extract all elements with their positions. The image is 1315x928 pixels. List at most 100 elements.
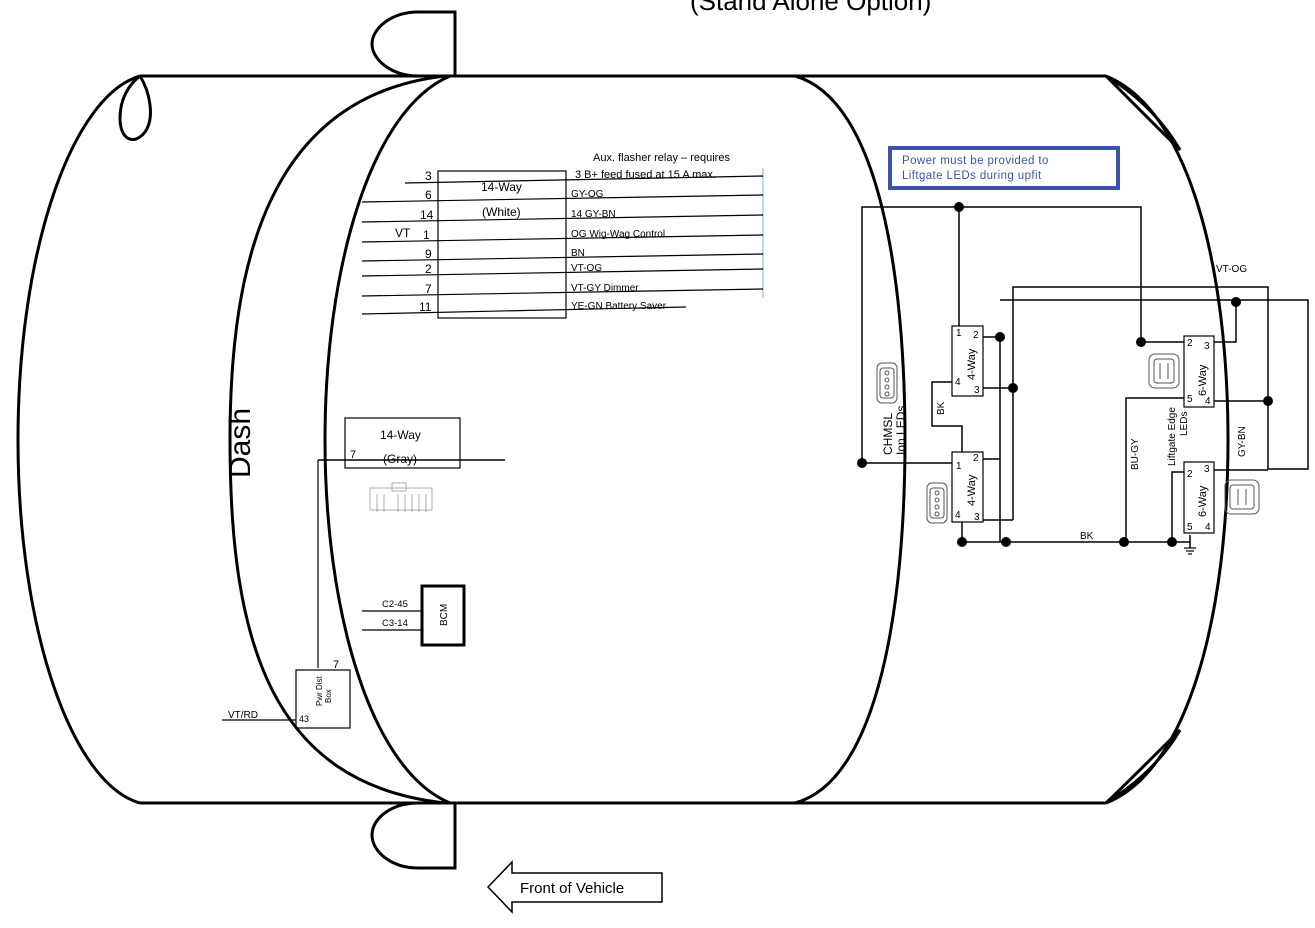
connector-gray-icon [369, 482, 433, 512]
connector-white-pin: 1 [423, 228, 430, 242]
junction-dot [1136, 337, 1146, 347]
junction-dot [954, 202, 964, 212]
bk-bottom-label: BK [1080, 531, 1094, 542]
pwr-wire-label: VT/RD [228, 710, 258, 721]
junction-dot [1001, 537, 1011, 547]
dash-label: Dash [224, 408, 257, 478]
connector-white-pin: 2 [425, 262, 432, 276]
sixway-top-pin: 2 [1187, 338, 1193, 349]
wire-label: GY-OG [571, 189, 604, 200]
connector-6way-bottom: 6-Way 2 3 5 4 [1183, 461, 1215, 534]
wire-line [361, 306, 687, 315]
wire-line [361, 214, 764, 223]
vehicle-outline [16, 74, 1230, 805]
fourway-bottom-name: 4-Way [966, 474, 978, 506]
connector-white-color: (White) [482, 205, 521, 219]
aux-note-1: Aux. flasher relay – requires [593, 152, 730, 164]
wire-line [361, 234, 764, 243]
connector-white-pin: 7 [425, 282, 432, 296]
vt-og-label: VT-OG [1216, 264, 1247, 275]
note-line-2: Liftgate LEDs during upfit [902, 170, 1042, 182]
connector-white-pin: 6 [425, 188, 432, 202]
sixway-top-pin: 5 [1187, 394, 1193, 405]
wire-label: 14 GY-BN [571, 209, 616, 220]
connector-white-pin: 14 [420, 208, 434, 222]
connector-gray-pin: 7 [350, 449, 356, 461]
bcm-c2: C2-45 [382, 599, 408, 610]
wire-line [361, 268, 764, 277]
fourway-bottom-pin: 2 [973, 453, 979, 464]
sixway-bottom-pin: 3 [1204, 464, 1210, 475]
wire-label: VT-OG [571, 263, 602, 274]
wire-label: YE-GN Battery Saver [571, 301, 667, 312]
bk-left-label: BK [936, 401, 947, 415]
sixway-top-name: 6-Way [1197, 364, 1209, 396]
junction-dot [857, 458, 867, 468]
fourway-bottom-pin: 4 [955, 510, 961, 521]
mirror-top [370, 10, 457, 78]
liftgate-connector-icon-top [1148, 353, 1180, 389]
fourway-top-pin: 3 [974, 385, 980, 396]
pwr-label-2: Box [324, 689, 333, 703]
bcm-module: BCM C2-45 C3-14 [362, 584, 466, 647]
junction-dots [857, 202, 1273, 547]
junction-dot [1167, 537, 1177, 547]
wire-line [361, 253, 764, 262]
liftgate-label-2: LEDs [1179, 412, 1190, 436]
fourway-top-pin: 1 [956, 328, 962, 339]
connector-14way-white: 14-Way (White) Aux. flasher relay – requ… [395, 152, 764, 319]
sixway-bottom-pin: 4 [1205, 522, 1211, 533]
fourway-bottom-pin: 3 [974, 512, 980, 523]
sixway-top-pin: 4 [1205, 396, 1211, 407]
wire-label: OG Wig-Wag Control [571, 229, 665, 240]
pwr-pin-left: 43 [299, 714, 309, 724]
sixway-bottom-name: 6-Way [1197, 485, 1209, 517]
liftgate-label-1: Liftgate Edge [1167, 407, 1178, 466]
mirror-bottom [370, 801, 457, 870]
pwr-pin-top: 7 [333, 659, 339, 671]
junction-dot [995, 332, 1005, 342]
connector-gray-name: 14-Way [380, 428, 421, 442]
sixway-bottom-pin: 2 [1187, 469, 1193, 480]
fourway-top-pin: 4 [955, 377, 961, 388]
chmsl-label-1: CHMSL [881, 413, 895, 455]
bcm-c3: C3-14 [382, 618, 408, 629]
chmsl-connector-icon [876, 362, 898, 404]
connector-14way-gray: 14-Way (Gray) 7 [317, 417, 505, 668]
connector-white-pin: 3 [425, 169, 432, 183]
pwr-label-1: Pwr Dist [315, 675, 324, 706]
sixway-top-pin: 3 [1204, 341, 1210, 352]
chmsl-label-2: Ion LEDs [894, 406, 908, 455]
junction-dot [1231, 297, 1241, 307]
upfit-power-note: Power must be provided to Liftgate LEDs … [888, 146, 1120, 190]
wire-line [361, 194, 764, 203]
note-line-1: Power must be provided to [902, 155, 1049, 167]
connector-white-pin: 9 [425, 247, 432, 261]
junction-dot [1008, 383, 1018, 393]
liftgate-connector-icon-bottom [1224, 479, 1260, 515]
front-of-vehicle-arrow: Front of Vehicle [486, 860, 663, 914]
connector-white-pin: 11 [419, 300, 432, 314]
junction-dot [1263, 396, 1273, 406]
junction-dot [1119, 537, 1129, 547]
wire-label: VT-GY Dimmer [571, 283, 639, 294]
pwr-dist-box: 7 43 Pwr Dist Box VT/RD [222, 659, 351, 729]
connector-6way-top: 6-Way 2 3 5 4 [1183, 335, 1215, 408]
fourway-bottom-pin: 1 [956, 461, 962, 472]
gy-bn-label: GY-BN [1237, 426, 1248, 457]
connector-4way-top: 4-Way 1 2 4 3 [951, 325, 984, 397]
page-title: (Stand Alone Option) [690, 0, 931, 16]
bcm-label: BCM [439, 604, 450, 626]
rear-wiring [861, 206, 1309, 555]
wire-label: 3 B+ feed fused at 15 A max. [575, 169, 716, 181]
wire-line [404, 175, 764, 184]
junction-dot [957, 537, 967, 547]
bu-gy-label: BU-GY [1130, 438, 1141, 470]
fourway-bottom-connector-icon [926, 482, 948, 524]
fourway-top-name: 4-Way [966, 348, 978, 380]
wire-label: BN [571, 248, 585, 259]
fourway-top-pin: 2 [973, 330, 979, 341]
connector-gray-color: (Gray) [383, 452, 417, 466]
wire-line [361, 288, 764, 297]
connector-4way-bottom: 4-Way 1 2 4 3 [951, 451, 984, 523]
